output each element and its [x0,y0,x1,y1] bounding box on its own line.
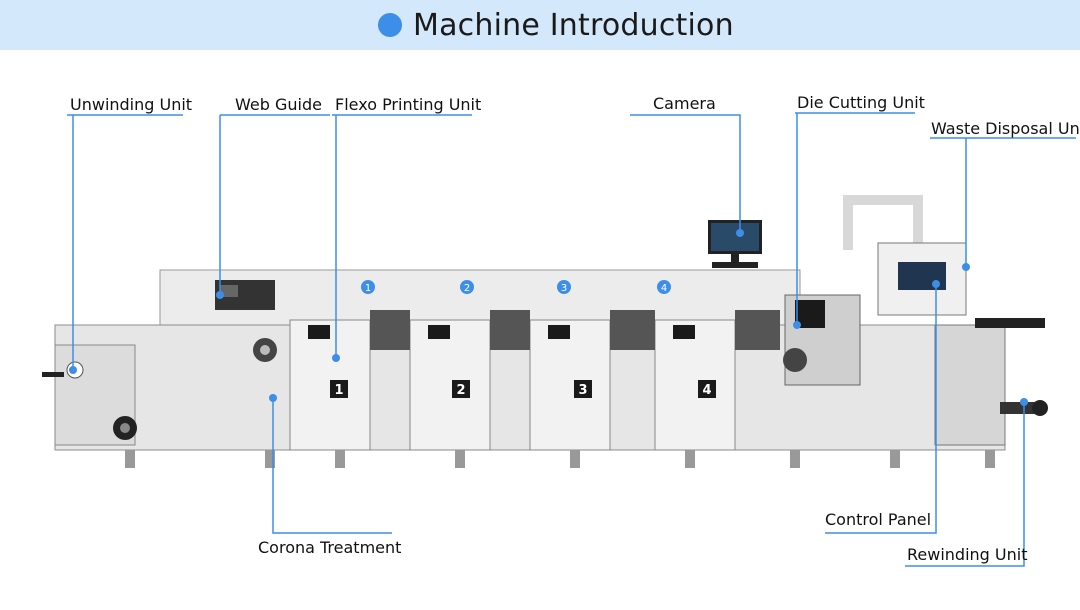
label-control-panel: Control Panel [825,510,932,529]
label-unwinding-unit: Unwinding Unit [70,95,193,114]
station-number-1: 1 [334,383,343,398]
page-title: Machine Introduction [413,8,734,43]
title-banner: Machine Introduction [0,0,1080,50]
circled-number-1: 1 [365,283,371,294]
label-flexo-printing-unit: Flexo Printing Unit [335,95,482,114]
callout-dots [69,229,1028,406]
station-number-4: 4 [702,383,711,398]
label-waste-disposal-unit: Waste Disposal Unit [931,119,1080,138]
label-die-cutting-unit: Die Cutting Unit [797,93,925,112]
label-camera: Camera [653,94,716,113]
station-number-3: 3 [578,383,587,398]
label-rewinding-unit: Rewinding Unit [907,545,1028,564]
circled-number-2: 2 [464,283,470,294]
callout-lines [67,112,1076,567]
machine-illustration: 1 2 3 4 1 2 3 4 [42,195,1048,468]
station-number-2: 2 [456,383,465,398]
label-web-guide: Web Guide [235,95,322,114]
printing-stations [289,310,780,451]
circled-number-3: 3 [561,283,567,294]
circled-number-4: 4 [661,283,667,294]
title-dot-icon [378,13,402,37]
label-corona-treatment: Corona Treatment [258,538,402,557]
